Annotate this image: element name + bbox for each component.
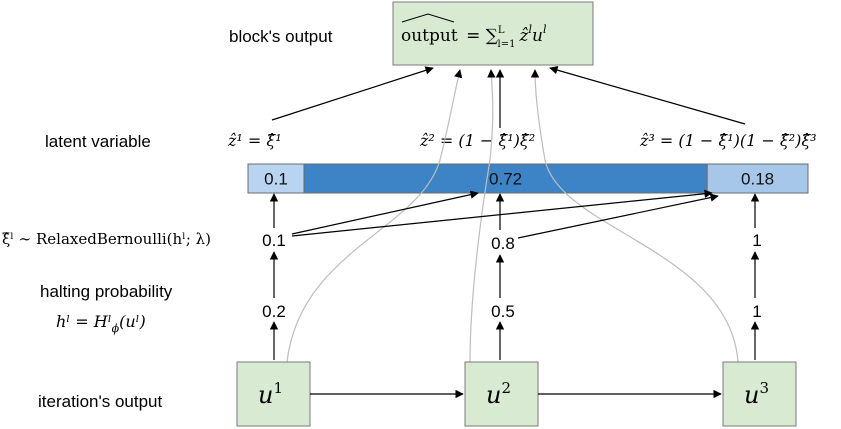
arrow-xi1-z2 [291,190,479,235]
u1-label: u1 [258,379,283,409]
z2-formula: ẑ² = (1 − ξ̂¹)ξ̂² [419,131,535,150]
skip-line-u1 [286,69,463,363]
arrow-xi2-z3 [517,193,719,239]
z3-formula: ẑ³ = (1 − ξ̂¹)(1 − ξ̂²)ξ̂³ [639,131,817,150]
latent-segment-3 [706,163,809,194]
output-hat [401,13,455,23]
u2-node [464,361,539,427]
halting-value-1: 0.2 [262,302,286,321]
latent-segment-label-2: 0.72 [489,170,522,189]
latent-segment-label-3: 0.18 [741,170,774,189]
bar-to-output-arrows [271,66,746,128]
halting-value-3: 1 [752,302,761,321]
latent-segment-2 [303,163,708,194]
latent-segment-1 [247,163,305,194]
u3-node [722,361,797,427]
xi-value-3: 1 [752,231,761,250]
z1-formula: ẑ¹ = ξ̂¹ [227,131,282,150]
arrow-xi1-z3 [291,189,713,237]
arrow-z1-output [271,66,434,121]
u3-label: u3 [744,379,769,409]
skip-connections [286,69,739,363]
arrow-z3-output [549,66,746,125]
u1-node [236,361,311,427]
xi-value-2: 0.8 [491,234,515,253]
xi-distribution-formula: ξ̂ˡ ∼ RelaxedBernoulli(hˡ; λ) [2,230,211,248]
skip-line-u3 [530,69,739,363]
latent-bar: 0.1 0.72 0.18 [247,163,809,194]
skip-line-u2 [469,69,496,363]
halting-value-2: 0.5 [491,302,515,321]
block-output-node [392,1,594,66]
xi-value-1: 0.1 [262,231,286,250]
column-values: 0.2 0.5 1 0.1 0.8 1 [262,231,762,321]
h-definition-formula: hˡ = Hˡϕ(uˡ) [56,312,146,335]
iteration-nodes: u1 u2 u3 [236,361,797,427]
block-output-label: block's output [229,27,333,46]
halting-probability-label: halting probability [40,282,173,301]
iteration-output-label: iteration's output [38,392,162,411]
column-arrows [269,189,760,360]
u2-label: u2 [486,379,511,409]
latent-variable-label: latent variable [45,132,151,151]
latent-segment-label-1: 0.1 [264,170,288,189]
